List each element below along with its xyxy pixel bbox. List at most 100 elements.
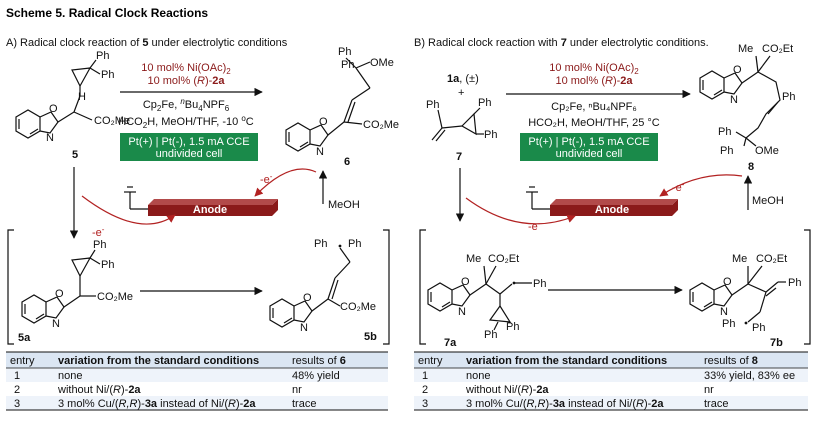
- table-a-header-results: results of 6: [292, 355, 346, 367]
- ph-2: Ph: [101, 69, 114, 81]
- reagent-1a: 1a, (±): [447, 73, 479, 85]
- table-row: 3: [422, 398, 428, 410]
- svg-text:nr: nr: [704, 384, 714, 396]
- atom-h: H: [78, 91, 86, 103]
- table-b: entry variation from the standard condit…: [414, 351, 808, 411]
- bracket-left-b: [419, 229, 426, 345]
- svg-text:CO₂Et: CO₂Et: [488, 253, 519, 265]
- cond-a-3: Cp2Fe, nBu4NPF6: [143, 97, 230, 113]
- table-row: 1: [14, 370, 20, 382]
- svg-text:Ph: Ph: [484, 129, 497, 141]
- bracket-left-a: [7, 229, 14, 345]
- cond-b-1: 10 mol% Ni(OAc)2: [549, 62, 639, 76]
- box-a-line2: undivided cell: [156, 148, 223, 160]
- panel-b-heading: B) Radical clock reaction with 7 under e…: [414, 37, 709, 49]
- box-b-line1: Pt(+) | Pt(-), 1.5 mA CCE: [528, 136, 649, 148]
- svg-text:nr: nr: [292, 384, 302, 396]
- meoh-b: MeOH: [752, 195, 784, 207]
- ph-1: Ph: [96, 50, 109, 62]
- svg-text:Me: Me: [466, 253, 481, 265]
- svg-text:O: O: [723, 276, 732, 288]
- svg-text:Ph: Ph: [341, 59, 354, 71]
- svg-text:Ph: Ph: [782, 91, 795, 103]
- svg-text:none: none: [58, 370, 82, 382]
- e-label-a2: -e-: [260, 172, 273, 186]
- svg-text:CO₂Me: CO₂Me: [340, 301, 376, 313]
- svg-text:3 mol% Cu/(R,R)-3a instead of: 3 mol% Cu/(R,R)-3a instead of Ni/(R)-2a: [466, 398, 664, 410]
- e-label-b2: -e-: [672, 180, 685, 194]
- svg-text:trace: trace: [292, 398, 316, 410]
- scheme-title: Scheme 5. Radical Clock Reactions: [6, 6, 208, 20]
- svg-text:trace: trace: [704, 398, 728, 410]
- electron-arrow-a-out: [254, 168, 317, 197]
- cond-a-2: 10 mol% (R)-2a: [147, 75, 225, 87]
- cond-a-1: 10 mol% Ni(OAc)2: [141, 62, 231, 76]
- svg-text:O: O: [55, 288, 64, 300]
- table-a-header-entry: entry: [10, 355, 35, 367]
- label-5a: 5a: [18, 332, 31, 344]
- svg-text:N: N: [52, 318, 60, 330]
- svg-text:N: N: [300, 322, 308, 334]
- svg-text:48% yield: 48% yield: [292, 370, 340, 382]
- svg-text:CO₂Me: CO₂Me: [363, 119, 399, 131]
- bracket-right-a: [383, 229, 390, 345]
- label-5b: 5b: [364, 331, 377, 343]
- svg-text:Ph: Ph: [722, 318, 735, 330]
- cond-b-4: HCO₂H, MeOH/THF, 25 °C: [528, 117, 660, 129]
- svg-text:O: O: [303, 292, 312, 304]
- compound-5: O N H CO₂Me Ph Ph 5: [15, 50, 130, 161]
- table-b-header-entry: entry: [418, 355, 443, 367]
- table-a-header-variation: variation from the standard conditions: [58, 355, 259, 367]
- ester-co2me: CO₂Me: [94, 115, 130, 127]
- svg-text:Anode: Anode: [595, 204, 629, 216]
- table-row: 3: [14, 398, 20, 410]
- svg-text:O: O: [319, 116, 328, 128]
- compound-6: O N CO₂Me Ph Ph OMe 6: [285, 46, 399, 168]
- anode-a: Anode: [124, 186, 278, 216]
- atom-o: O: [49, 103, 58, 115]
- svg-text:Ph: Ph: [478, 97, 491, 109]
- e-label-a1: -e-: [92, 225, 105, 239]
- svg-text:Anode: Anode: [193, 204, 227, 216]
- table-row: 2: [14, 384, 20, 396]
- svg-text:33% yield, 83% ee: 33% yield, 83% ee: [704, 370, 795, 382]
- label-7a: 7a: [444, 337, 457, 349]
- svg-text:3 mol% Cu/(R,R)-3a instead of: 3 mol% Cu/(R,R)-3a instead of Ni/(R)-2a: [58, 398, 256, 410]
- cond-b-3: Cp₂Fe, ⁿBu₄NPF₆: [551, 101, 637, 113]
- plus-sign: +: [458, 87, 464, 99]
- label-5: 5: [72, 149, 78, 161]
- compound-5b: O N CO₂Me Ph Ph 5b: [269, 238, 377, 343]
- svg-text:OMe: OMe: [755, 145, 779, 157]
- anode-b: Anode: [526, 186, 678, 216]
- label-7b: 7b: [770, 337, 783, 349]
- svg-text:without Ni/(R)-2a: without Ni/(R)-2a: [57, 384, 141, 396]
- svg-text:CO₂Et: CO₂Et: [756, 253, 787, 265]
- svg-text:Ph: Ph: [314, 238, 327, 250]
- svg-text:Ph: Ph: [506, 321, 519, 333]
- label-7: 7: [456, 151, 462, 163]
- compound-5a: O N CO₂Me Ph Ph 5a: [18, 239, 133, 344]
- svg-text:Ph: Ph: [348, 238, 361, 250]
- box-b-line2: undivided cell: [556, 148, 623, 160]
- svg-text:without Ni/(R)-2a: without Ni/(R)-2a: [465, 384, 549, 396]
- label-8: 8: [748, 161, 754, 173]
- svg-text:CO₂Me: CO₂Me: [97, 291, 133, 303]
- table-a: entry variation from the standard condit…: [6, 351, 388, 411]
- box-a-line1: Pt(+) | Pt(-), 1.5 mA CCE: [128, 136, 249, 148]
- table-row: 2: [422, 384, 428, 396]
- bracket-right-b: [804, 229, 811, 345]
- table-b-header-variation: variation from the standard conditions: [466, 355, 667, 367]
- svg-text:Ph: Ph: [426, 99, 439, 111]
- svg-text:Ph: Ph: [93, 239, 106, 251]
- compound-7: Ph Ph Ph 7: [426, 97, 497, 163]
- svg-text:Ph: Ph: [338, 46, 351, 58]
- electrolysis-box-b: [520, 133, 658, 161]
- svg-text:N: N: [458, 306, 466, 318]
- svg-text:Ph: Ph: [752, 322, 765, 334]
- svg-text:O: O: [733, 64, 742, 76]
- electron-arrow-b-in: [465, 197, 576, 225]
- svg-text:O: O: [461, 276, 470, 288]
- svg-text:Ph: Ph: [720, 145, 733, 157]
- svg-text:Me: Me: [738, 43, 753, 55]
